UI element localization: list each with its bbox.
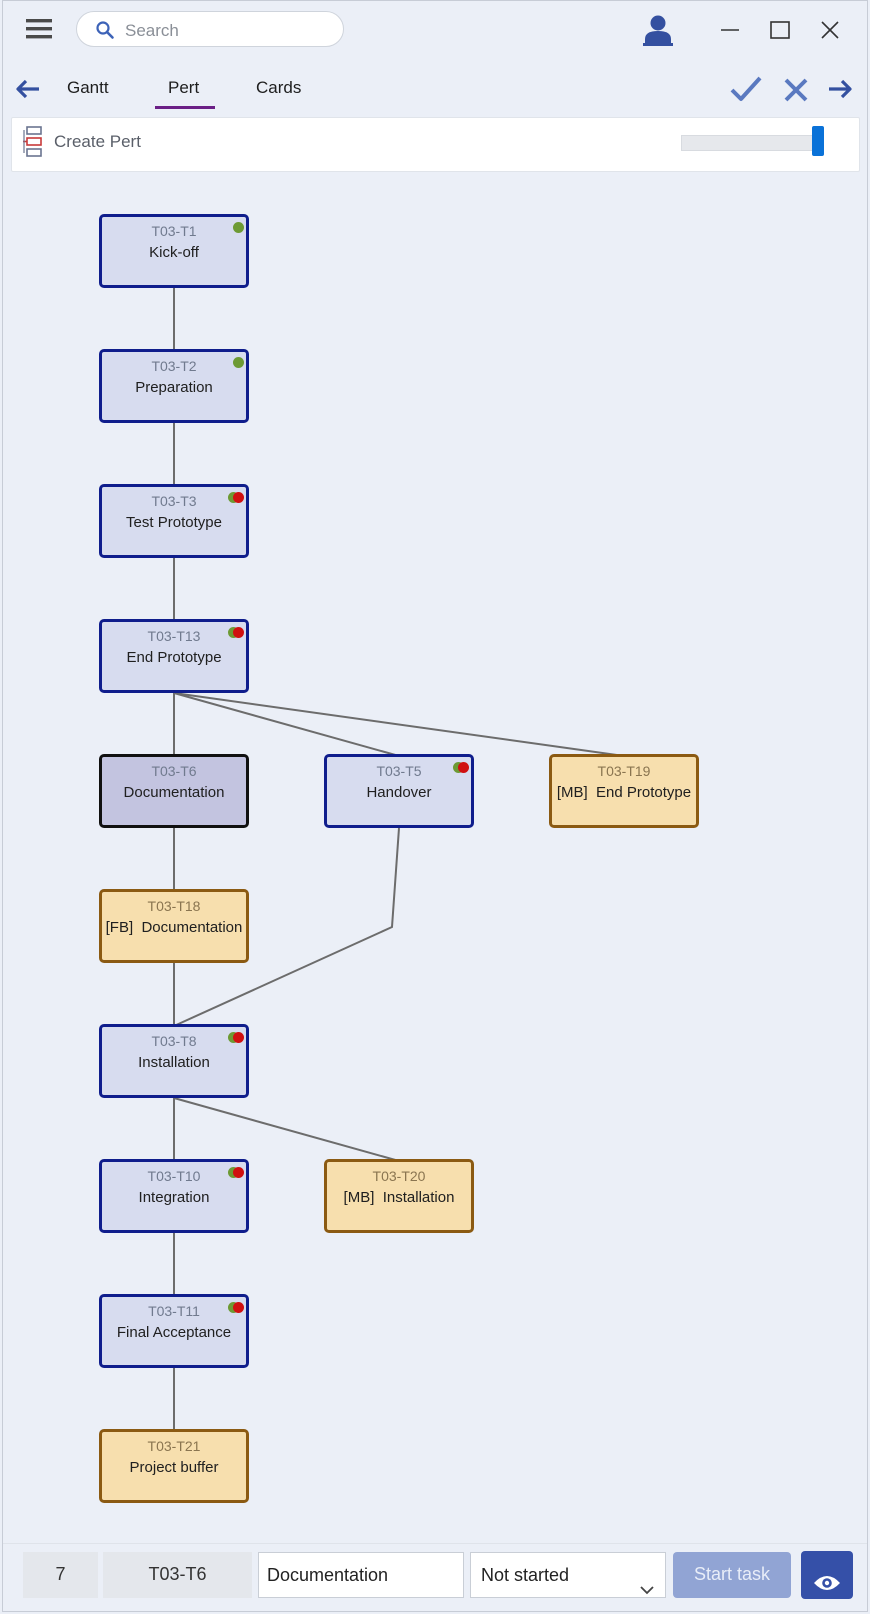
pert-diagram-icon <box>22 126 48 163</box>
status-red-dot <box>233 1032 244 1043</box>
create-pert-button[interactable]: Create Pert <box>22 126 162 162</box>
pert-node-t03-t3[interactable]: T03-T3 Test Prototype <box>99 484 249 558</box>
node-name: [MB] End Prototype <box>556 784 692 801</box>
node-id: T03-T13 <box>147 628 201 644</box>
node-id: T03-T1 <box>151 223 197 239</box>
status-green-dot <box>233 222 244 233</box>
task-name-input[interactable]: Documentation <box>258 1552 464 1598</box>
status-red-dot <box>458 762 469 773</box>
cancel-x-icon[interactable] <box>783 77 809 103</box>
status-green-dot <box>233 357 244 368</box>
status-red-dot <box>233 1302 244 1313</box>
close-icon[interactable] <box>819 19 841 41</box>
pert-node-t03-t5[interactable]: T03-T5 Handover <box>324 754 474 828</box>
bottom-bar-divider <box>3 1543 867 1544</box>
create-pert-label: Create Pert <box>54 132 141 151</box>
active-tab-underline <box>155 106 215 109</box>
start-task-button[interactable]: Start task <box>673 1552 791 1598</box>
node-id: T03-T6 <box>151 763 197 779</box>
pert-node-t03-t10[interactable]: T03-T10 Integration <box>99 1159 249 1233</box>
node-id: T03-T8 <box>151 1033 197 1049</box>
node-id: T03-T11 <box>148 1303 200 1319</box>
search-icon <box>95 20 115 45</box>
node-name: End Prototype <box>126 649 222 666</box>
edge-t13-t19 <box>173 692 625 757</box>
pert-node-t03-t6[interactable]: T03-T6 Documentation <box>99 754 249 828</box>
node-id: T03-T5 <box>376 763 422 779</box>
forward-arrow-icon[interactable] <box>827 79 853 99</box>
task-status-value: Not started <box>481 1565 570 1585</box>
pert-node-t03-t8[interactable]: T03-T8 Installation <box>99 1024 249 1098</box>
edge-t13-t5 <box>173 692 400 757</box>
task-number: 7 <box>55 1564 66 1584</box>
pert-node-t03-t20[interactable]: T03-T20 [MB] Installation <box>324 1159 474 1233</box>
hamburger-menu-icon[interactable] <box>26 18 52 40</box>
pert-toolbar: Create Pert <box>11 117 860 172</box>
task-number-field: 7 <box>23 1552 98 1598</box>
minimize-icon[interactable] <box>720 20 740 40</box>
pert-node-t03-t11[interactable]: T03-T11 Final Acceptance <box>99 1294 249 1368</box>
node-id: T03-T10 <box>147 1168 201 1184</box>
node-id: T03-T18 <box>147 898 201 914</box>
node-id: T03-T3 <box>151 493 197 509</box>
user-account-icon[interactable] <box>642 13 674 47</box>
node-name: Final Acceptance <box>116 1324 232 1341</box>
checkmark-icon[interactable] <box>730 75 762 103</box>
status-red-dot <box>233 627 244 638</box>
pert-node-t03-t19[interactable]: T03-T19 [MB] End Prototype <box>549 754 699 828</box>
search-input[interactable]: Search <box>125 21 179 40</box>
node-id: T03-T19 <box>597 763 651 779</box>
maximize-icon[interactable] <box>769 19 791 41</box>
pert-node-t03-t21[interactable]: T03-T21 Project buffer <box>99 1429 249 1503</box>
node-name: Handover <box>366 784 432 801</box>
node-name: Preparation <box>135 379 213 396</box>
view-button[interactable] <box>801 1551 853 1599</box>
eye-icon <box>813 1565 841 1609</box>
zoom-slider-thumb[interactable] <box>812 126 824 156</box>
node-name: [MB] Installation <box>343 1189 455 1206</box>
pert-node-t03-t2[interactable]: T03-T2 Preparation <box>99 349 249 423</box>
tab-gantt[interactable]: Gantt <box>67 78 109 97</box>
task-id: T03-T6 <box>148 1564 207 1584</box>
node-name: Integration <box>138 1189 210 1206</box>
node-id: T03-T21 <box>147 1438 201 1454</box>
node-name: [FB] Documentation <box>105 919 243 936</box>
pert-node-t03-t13[interactable]: T03-T13 End Prototype <box>99 619 249 693</box>
task-id-field: T03-T6 <box>103 1552 252 1598</box>
edge-t5-t8 <box>173 827 400 1027</box>
tab-cards[interactable]: Cards <box>256 78 302 97</box>
task-name-value: Documentation <box>267 1565 389 1585</box>
task-status-select[interactable]: Not started <box>470 1552 666 1598</box>
node-name: Installation <box>138 1054 210 1071</box>
node-id: T03-T20 <box>372 1168 426 1184</box>
pert-node-t03-t1[interactable]: T03-T1 Kick-off <box>99 214 249 288</box>
tab-pert[interactable]: Pert <box>168 78 200 97</box>
search-box[interactable]: Search <box>76 11 344 47</box>
start-task-label: Start task <box>693 1564 771 1584</box>
status-red-dot <box>233 492 244 503</box>
node-name: Test Prototype <box>126 514 222 531</box>
node-name: Project buffer <box>129 1459 219 1476</box>
node-id: T03-T2 <box>151 358 197 374</box>
status-red-dot <box>233 1167 244 1178</box>
chevron-down-icon <box>639 1568 655 1612</box>
back-arrow-icon[interactable] <box>15 79 41 99</box>
pert-node-t03-t18[interactable]: T03-T18 [FB] Documentation <box>99 889 249 963</box>
edge-t8-t20 <box>173 1097 400 1162</box>
node-name: Kick-off <box>149 244 199 261</box>
node-name: Documentation <box>123 784 225 801</box>
